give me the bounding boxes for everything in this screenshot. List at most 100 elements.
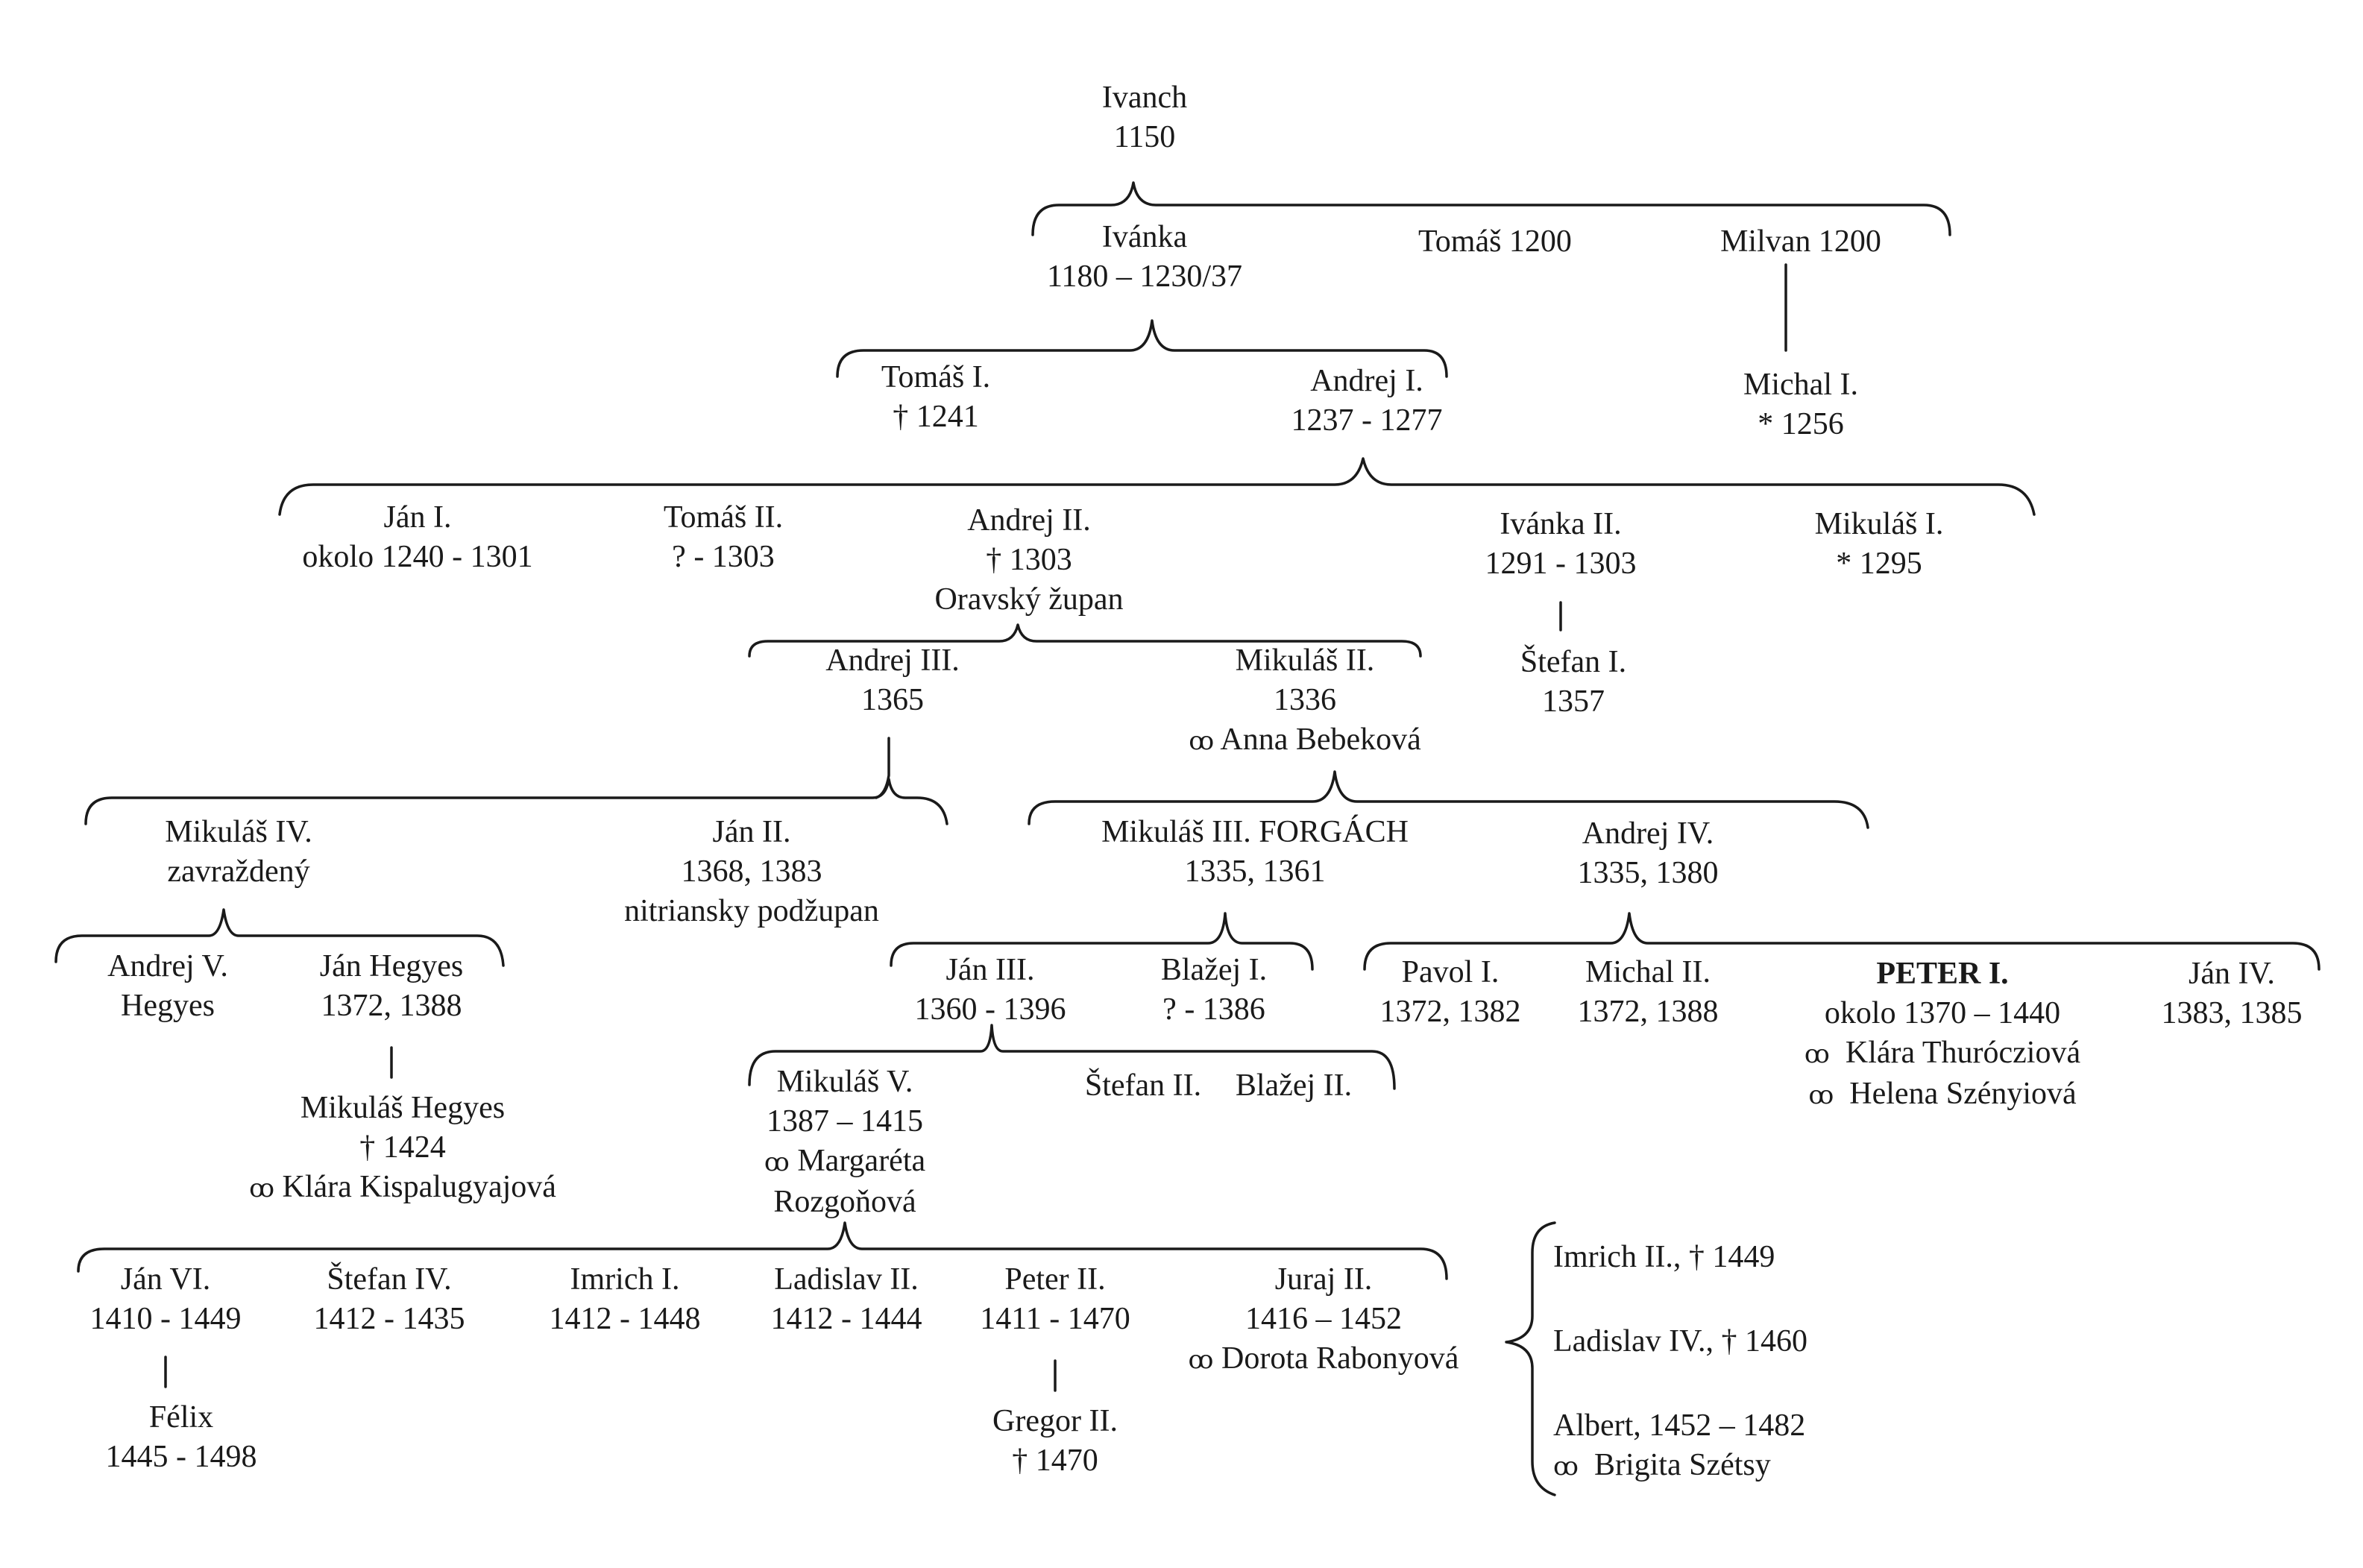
person-dates: 1445 - 1498 [105, 1440, 257, 1474]
person-mikulas3: Mikuláš III. FORGÁCH 1335, 1361 [1101, 813, 1409, 892]
person-ladislav4: Ladislav IV., † 1460 [1553, 1322, 1807, 1361]
person-tomas: Tomáš 1200 [1418, 222, 1572, 262]
person-spouse: ꝏ Anna Bebeková [1189, 722, 1421, 757]
person-dates: 1416 – 1452 [1245, 1302, 1402, 1336]
person-name: Milvan 1200 [1720, 224, 1881, 259]
person-name: Andrej II. [967, 503, 1091, 538]
person-andrej1: Andrej I. 1237 - 1277 [1291, 362, 1443, 441]
person-mikulas2: Mikuláš II. 1336 ꝏ Anna Bebeková [1189, 641, 1421, 761]
person-dates: 1335, 1361 [1184, 854, 1326, 889]
person-dates: 1368, 1383 [681, 854, 822, 889]
person-dates: 1336 [1273, 683, 1336, 717]
person-name: Blažej I. [1160, 953, 1268, 987]
person-jan1: Ján I. okolo 1240 - 1301 [302, 498, 532, 577]
person-spouse: ꝏ Dorota Rabonyová [1188, 1341, 1459, 1376]
person-dates: * 1295 [1836, 547, 1922, 581]
person-name: Štefan I. [1520, 645, 1627, 679]
person-dates: 1412 - 1444 [770, 1302, 922, 1336]
person-gregor2: Gregor II. † 1470 [992, 1402, 1118, 1481]
person-name: Tomáš II. [663, 500, 784, 535]
person-dates: * 1256 [1758, 407, 1844, 441]
person-jan3: Ján III. 1360 - 1396 [915, 951, 1066, 1030]
person-jan2: Ján II. 1368, 1383 nitriansky podžupan [624, 813, 879, 931]
person-albert: Albert, 1452 – 1482 ꝏ Brigita Szétsy [1553, 1406, 1805, 1487]
person-name: Mikuláš Hegyes [300, 1091, 506, 1125]
person-dates: 1360 - 1396 [914, 992, 1066, 1027]
person-andrej5: Andrej V. Hegyes [107, 947, 228, 1026]
person-spouse-1: ꝏ Klára Thurócziová [1804, 1036, 2081, 1070]
person-name: Ivánka II. [1500, 507, 1622, 541]
person-pavol1: Pavol I. 1372, 1382 [1380, 953, 1521, 1032]
marriage-icon: ꝏ [1804, 1041, 1830, 1068]
person-name: Andrej V. [107, 949, 228, 983]
person-dates: † 1470 [1012, 1443, 1098, 1478]
person-stefan1: Štefan I. 1357 [1520, 643, 1626, 722]
person-dates: 1387 – 1415 [766, 1104, 923, 1139]
person-dates: okolo 1370 – 1440 [1824, 996, 2061, 1030]
brace-mikulas4-children [54, 908, 505, 967]
person-peter2: Peter II. 1411 - 1470 [980, 1260, 1130, 1339]
person-name: Štefan IV. [327, 1262, 452, 1297]
person-spouse: ꝏ Brigita Szétsy [1553, 1448, 1771, 1482]
person-name: Mikuláš II. [1235, 643, 1375, 678]
person-name: Mikuláš IV. [165, 815, 312, 849]
marriage-icon: ꝏ [764, 1149, 790, 1177]
person-name: Peter II. [1004, 1262, 1106, 1297]
person-name: Imrich I. [570, 1262, 680, 1297]
brace-jan3-children [748, 1024, 1396, 1090]
person-dates: okolo 1240 - 1301 [302, 540, 533, 574]
person-name: Pavol I. [1401, 955, 1500, 989]
person-stefan2: Štefan II. [1085, 1066, 1201, 1106]
person-peter1: PETER I. okolo 1370 – 1440 ꝏ Klára Thuró… [1804, 954, 2080, 1115]
person-dates: 1383, 1385 [2161, 996, 2303, 1030]
person-tomas2: Tomáš II. ? - 1303 [664, 498, 783, 577]
person-michal1: Michal I. * 1256 [1743, 365, 1858, 444]
person-blazej2: Blažej II. [1236, 1066, 1352, 1106]
person-name: Imrich II., † 1449 [1553, 1240, 1775, 1274]
person-name: Ivanch [1101, 81, 1188, 115]
person-dates: 1412 - 1448 [549, 1302, 701, 1336]
person-name: Ivánka [1101, 220, 1188, 254]
marriage-icon: ꝏ [1553, 1453, 1579, 1481]
brace-andrej2-children [748, 623, 1422, 658]
brace-mikulas5-children [77, 1221, 1448, 1280]
person-name: Blažej II. [1235, 1068, 1353, 1103]
person-mikulas5: Mikuláš V. 1387 – 1415 ꝏ Margaréta Rozgo… [764, 1062, 925, 1222]
person-dates: 1372, 1388 [321, 989, 462, 1023]
person-michal2: Michal II. 1372, 1388 [1578, 953, 1719, 1032]
person-name: Mikuláš V. [776, 1065, 913, 1099]
person-mikulas1: Mikuláš I. * 1295 [1815, 505, 1944, 584]
person-tomas1: Tomáš I. † 1241 [881, 358, 990, 437]
person-dates: 1357 [1541, 684, 1605, 719]
marriage-icon: ꝏ [1808, 1082, 1834, 1109]
person-dates: 1237 - 1277 [1291, 403, 1443, 438]
person-name: Štefan II. [1084, 1068, 1202, 1103]
marriage-icon: ꝏ [249, 1175, 275, 1203]
person-name: Ladislav II. [774, 1262, 919, 1297]
person-spouse-surname: Rozgoňová [773, 1185, 916, 1219]
person-blazej1: Blažej I. ? - 1386 [1161, 951, 1267, 1030]
person-name: Ladislav IV., † 1460 [1553, 1324, 1808, 1358]
person-name: Tomáš I. [881, 360, 991, 394]
person-mikulas4: Mikuláš IV. zavraždený [165, 813, 312, 892]
person-name: Félix [148, 1400, 214, 1435]
person-dates: 1180 – 1230/37 [1046, 259, 1243, 294]
person-name: Mikuláš I. [1814, 507, 1944, 541]
person-title: Oravský župan [934, 582, 1124, 617]
brace-andrej1-children [278, 457, 2036, 516]
brace-andrej4-children [1363, 912, 2320, 971]
person-name: Ján VI. [120, 1262, 211, 1297]
person-name: Gregor II. [992, 1404, 1118, 1438]
person-felix: Félix 1445 - 1498 [106, 1398, 257, 1477]
person-name: Juraj II. [1274, 1262, 1373, 1297]
person-imrich2: Imrich II., † 1449 [1553, 1238, 1775, 1277]
brace-mikulas2-children [1028, 770, 1869, 829]
person-dates: † 1424 [359, 1130, 446, 1165]
person-dates: † 1241 [893, 400, 979, 434]
person-spouse: ꝏ Klára Kispalugyajová [249, 1170, 556, 1204]
brace-mikulas3-children [890, 912, 1314, 971]
person-andrej3: Andrej III. 1365 [825, 641, 960, 720]
marriage-icon: ꝏ [1188, 1347, 1214, 1374]
